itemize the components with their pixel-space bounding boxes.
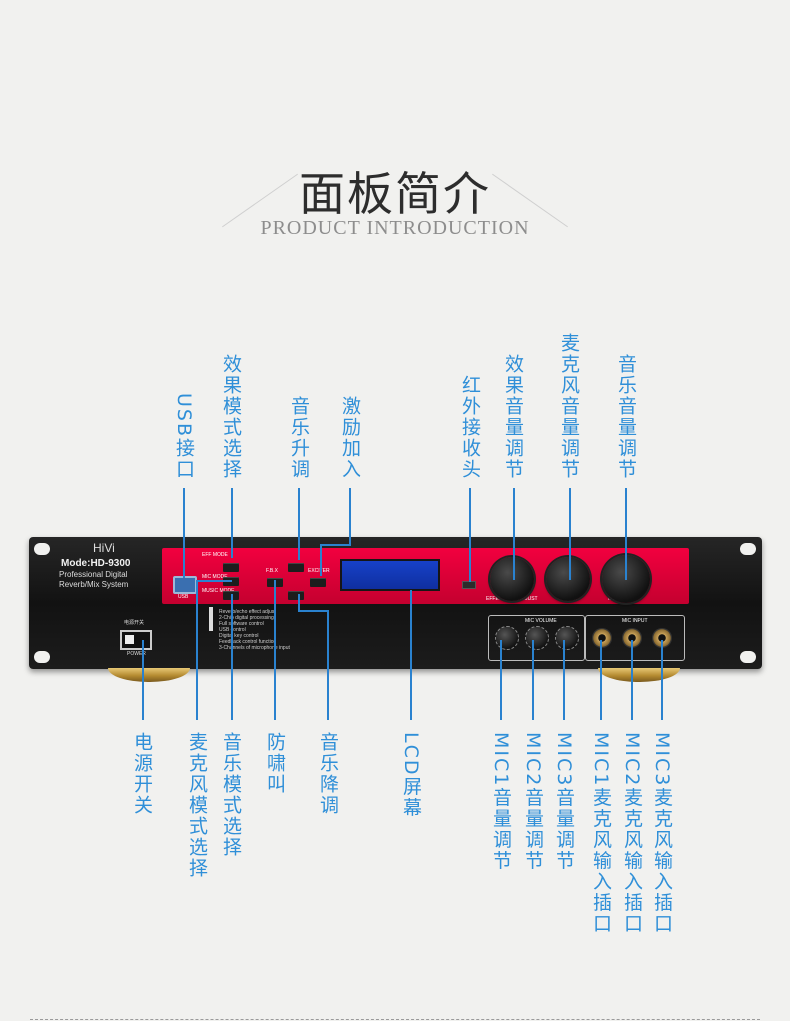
label-ir-receiver: 红外接收头 bbox=[459, 375, 481, 480]
leader-key-down-h bbox=[298, 610, 328, 612]
label-anti-howl: 防啸叫 bbox=[264, 732, 286, 795]
leader-music-mode bbox=[231, 594, 233, 720]
exciter-button[interactable] bbox=[310, 578, 326, 587]
eff-mode-caption: EFF MODE bbox=[202, 552, 228, 558]
red-faceplate: USB EFF MODE MIC MODE MUSIC MODE F.B.X E… bbox=[162, 548, 689, 604]
leader-power bbox=[142, 640, 144, 720]
rack-ear-hole bbox=[740, 651, 756, 663]
leader-key-down bbox=[327, 610, 329, 720]
leader-effect-mode bbox=[231, 488, 233, 558]
leader-ir bbox=[469, 488, 471, 582]
mic2-input-jack[interactable] bbox=[622, 628, 642, 648]
power-zh-caption: 电源开关 bbox=[124, 620, 145, 626]
label-lcd: LCD屏幕 bbox=[400, 732, 422, 819]
mic-volume-caption: MIC VOLUME bbox=[525, 618, 557, 624]
rack-ear-hole bbox=[740, 543, 756, 555]
device-foot-left bbox=[108, 668, 190, 682]
label-mic-mode: 麦克风模式选择 bbox=[186, 732, 208, 879]
fbx-caption: F.B.X bbox=[266, 568, 278, 574]
leader-key-up bbox=[298, 488, 300, 560]
label-power-switch: 电源开关 bbox=[131, 732, 153, 816]
rack-ear-hole bbox=[34, 651, 50, 663]
leader-mic3-volume bbox=[563, 640, 565, 720]
label-mic3-input: MIC3麦克风输入插口 bbox=[651, 732, 673, 935]
power-switch[interactable] bbox=[120, 630, 152, 650]
mic1-volume-knob[interactable] bbox=[495, 626, 519, 650]
label-mic2-volume: MIC2音量调节 bbox=[522, 732, 544, 872]
mic-mode-caption: MIC MODE bbox=[202, 574, 228, 580]
effect-mode-button[interactable] bbox=[223, 563, 239, 572]
leader-music-volume bbox=[625, 488, 627, 580]
ir-receiver bbox=[462, 581, 476, 589]
leader-effect-volume bbox=[513, 488, 515, 580]
page-title: 面板简介 bbox=[299, 167, 491, 221]
usb-port[interactable] bbox=[173, 576, 197, 594]
leader-mic1-volume bbox=[500, 640, 502, 720]
brand-logo: HiVi bbox=[93, 541, 115, 555]
leader-mic3-input bbox=[661, 640, 663, 720]
label-effect-mode: 效果模式选择 bbox=[220, 354, 242, 480]
music-mode-caption: MUSIC MODE bbox=[202, 588, 235, 594]
exciter-caption: EXCITER bbox=[308, 568, 330, 574]
leader-anti-howl bbox=[274, 580, 276, 720]
leader-key-down-a bbox=[298, 594, 300, 612]
label-mic1-input: MIC1麦克风输入插口 bbox=[590, 732, 612, 935]
leader-mic1-input bbox=[600, 640, 602, 720]
mic-volume-knob[interactable] bbox=[546, 557, 590, 601]
mic3-input-jack[interactable] bbox=[652, 628, 672, 648]
key-up-button[interactable] bbox=[288, 563, 304, 572]
mic-input-panel: MIC INPUT bbox=[585, 615, 685, 661]
label-music-mode: 音乐模式选择 bbox=[220, 732, 242, 858]
effect-volume-knob[interactable] bbox=[490, 557, 534, 601]
leader-usb bbox=[183, 488, 185, 578]
mic1-input-jack[interactable] bbox=[592, 628, 612, 648]
feature-list: Reverb/echo effect adjust 2-Chip digital… bbox=[219, 609, 290, 651]
label-usb-port: USB接口 bbox=[173, 392, 195, 480]
lcd-screen bbox=[340, 559, 440, 591]
leader-lcd bbox=[410, 590, 412, 720]
label-key-down: 音乐降调 bbox=[317, 732, 339, 816]
leader-exciter-drop bbox=[320, 544, 322, 576]
leader-exciter bbox=[349, 488, 351, 546]
label-music-volume: 音乐音量调节 bbox=[615, 354, 637, 480]
bottom-divider bbox=[30, 1019, 760, 1020]
label-mic3-volume: MIC3音量调节 bbox=[553, 732, 575, 872]
label-effect-volume: 效果音量调节 bbox=[502, 354, 524, 480]
feature-strip bbox=[209, 607, 213, 631]
leader-exciter-h bbox=[320, 544, 351, 546]
key-down-button[interactable] bbox=[288, 591, 304, 600]
rack-ear-hole bbox=[34, 543, 50, 555]
leader-mic2-volume bbox=[532, 640, 534, 720]
power-caption: POWER bbox=[127, 651, 146, 657]
device-description: Professional Digital Reverb/Mix System bbox=[59, 570, 129, 589]
usb-caption: USB bbox=[178, 594, 189, 600]
page-subtitle: PRODUCT INTRODUCTION bbox=[260, 217, 530, 239]
label-mic2-input: MIC2麦克风输入插口 bbox=[621, 732, 643, 935]
label-key-up: 音乐升调 bbox=[288, 396, 310, 480]
label-mic1-volume: MIC1音量调节 bbox=[490, 732, 512, 872]
leader-mic-volume bbox=[569, 488, 571, 580]
label-mic-volume: 麦克风音量调节 bbox=[558, 333, 580, 480]
leader-mic2-input bbox=[631, 640, 633, 720]
mic2-volume-knob[interactable] bbox=[525, 626, 549, 650]
label-exciter: 激励加入 bbox=[339, 396, 361, 480]
model-label: Mode:HD-9300 bbox=[61, 558, 131, 569]
device-foot-right bbox=[598, 668, 680, 682]
leader-mic-mode bbox=[196, 580, 198, 720]
mixer-device: HiVi Mode:HD-9300 Professional Digital R… bbox=[29, 537, 762, 669]
mic-volume-panel: MIC VOLUME bbox=[488, 615, 585, 661]
leader-mic-mode-h bbox=[196, 580, 232, 582]
mic-input-caption: MIC INPUT bbox=[622, 618, 648, 624]
mic3-volume-knob[interactable] bbox=[555, 626, 579, 650]
